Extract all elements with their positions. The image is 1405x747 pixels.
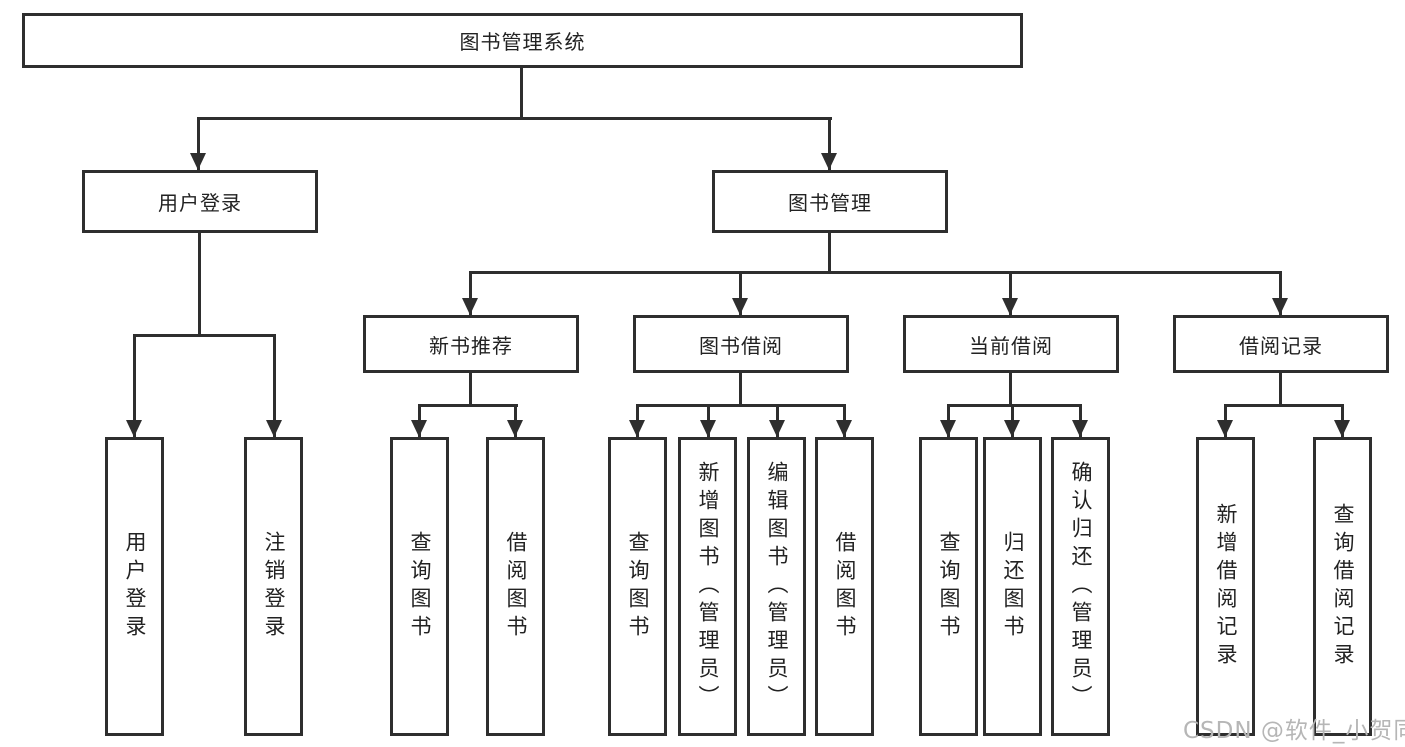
node-user-login-branch: 用户登录 — [82, 170, 318, 233]
connector-line — [636, 404, 846, 407]
leaf-label: 确认归还（管理员） — [1069, 460, 1093, 713]
leaf-query-books-3: 查询图书 — [919, 437, 978, 736]
connector-line — [469, 271, 472, 315]
connector-line — [947, 404, 1082, 407]
leaf-logout: 注销登录 — [244, 437, 303, 736]
arrowhead-icon — [507, 420, 523, 437]
connector-line — [197, 117, 200, 170]
arrowhead-icon — [1334, 420, 1350, 437]
leaf-label: 编辑图书（管理员） — [765, 460, 789, 713]
connector-line — [197, 117, 832, 120]
leaf-query-borrow-record: 查询借阅记录 — [1313, 437, 1372, 736]
arrowhead-icon — [1217, 420, 1233, 437]
connector-line — [520, 68, 523, 118]
node-library-management-system: 图书管理系统 — [22, 13, 1023, 68]
connector-line — [828, 117, 831, 170]
leaf-return-books: 归还图书 — [983, 437, 1042, 736]
leaf-label: 借阅图书 — [833, 530, 857, 643]
arrowhead-icon — [266, 420, 282, 437]
node-label: 图书借阅 — [699, 333, 783, 358]
node-current-borrowing: 当前借阅 — [903, 315, 1119, 373]
connector-line — [1279, 271, 1282, 315]
leaf-borrow-books-1: 借阅图书 — [486, 437, 545, 736]
arrowhead-icon — [732, 298, 748, 315]
connector-line — [418, 404, 518, 407]
leaf-borrow-books-2: 借阅图书 — [815, 437, 874, 736]
node-label: 图书管理系统 — [459, 30, 586, 54]
node-label: 用户登录 — [158, 191, 242, 215]
arrowhead-icon — [629, 420, 645, 437]
arrowhead-icon — [126, 420, 142, 437]
leaf-label: 查询借阅记录 — [1331, 502, 1355, 671]
node-book-management-branch: 图书管理 — [712, 170, 948, 233]
connector-line — [828, 233, 831, 274]
node-book-borrowing: 图书借阅 — [633, 315, 849, 373]
arrowhead-icon — [1004, 420, 1020, 437]
leaf-query-books-1: 查询图书 — [390, 437, 449, 736]
connector-line — [1009, 373, 1012, 407]
leaf-confirm-return-admin: 确认归还（管理员） — [1051, 437, 1110, 736]
leaf-add-books-admin: 新增图书（管理员） — [678, 437, 737, 736]
node-borrowing-records: 借阅记录 — [1173, 315, 1389, 373]
connector-line — [1009, 271, 1012, 315]
leaf-label: 用户登录 — [123, 530, 147, 643]
arrowhead-icon — [1002, 298, 1018, 315]
arrowhead-icon — [940, 420, 956, 437]
connector-line — [1279, 373, 1282, 407]
arrowhead-icon — [190, 153, 206, 170]
leaf-query-books-2: 查询图书 — [608, 437, 667, 736]
leaf-label: 新增借阅记录 — [1214, 502, 1238, 671]
leaf-label: 查询图书 — [937, 530, 961, 643]
connector-line — [133, 334, 276, 337]
node-label: 图书管理 — [788, 191, 872, 215]
connector-line — [133, 334, 136, 437]
node-label: 借阅记录 — [1239, 333, 1323, 358]
leaf-label: 归还图书 — [1001, 530, 1025, 643]
arrowhead-icon — [769, 420, 785, 437]
arrowhead-icon — [1072, 420, 1088, 437]
connector-line — [469, 373, 472, 407]
connector-line — [273, 334, 276, 437]
arrowhead-icon — [1272, 298, 1288, 315]
leaf-label: 借阅图书 — [504, 530, 528, 643]
arrowhead-icon — [411, 420, 427, 437]
leaf-label: 查询图书 — [408, 530, 432, 643]
node-new-book-recommendation: 新书推荐 — [363, 315, 579, 373]
leaf-add-borrow-record: 新增借阅记录 — [1196, 437, 1255, 736]
arrowhead-icon — [700, 420, 716, 437]
csdn-watermark: CSDN @软件_小贺同学 — [1183, 718, 1405, 744]
leaf-label: 查询图书 — [626, 530, 650, 643]
arrowhead-icon — [821, 153, 837, 170]
connector-line — [469, 271, 1282, 274]
leaf-label: 注销登录 — [262, 530, 286, 643]
leaf-edit-books-admin: 编辑图书（管理员） — [747, 437, 806, 736]
arrowhead-icon — [462, 298, 478, 315]
leaf-user-login: 用户登录 — [105, 437, 164, 736]
node-label: 新书推荐 — [429, 333, 513, 358]
connector-line — [739, 271, 742, 315]
connector-line — [739, 373, 742, 407]
connector-line — [198, 233, 201, 335]
connector-line — [1224, 404, 1344, 407]
node-label: 当前借阅 — [969, 333, 1053, 358]
leaf-label: 新增图书（管理员） — [696, 460, 720, 713]
arrowhead-icon — [836, 420, 852, 437]
